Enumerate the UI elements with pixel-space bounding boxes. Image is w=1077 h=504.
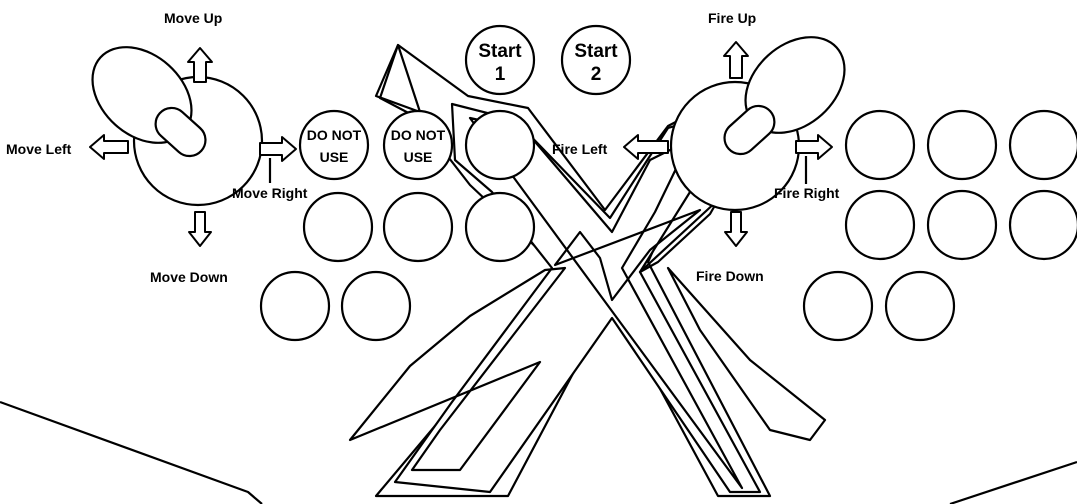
do-not-use-button-2[interactable]: [382, 109, 454, 181]
left-joystick-shaft: [154, 106, 207, 158]
move-up-label: Move Up: [164, 10, 222, 26]
do-not-use-1-line1: DO NOT: [307, 127, 362, 143]
do-not-use-2-line1: DO NOT: [391, 127, 446, 143]
move-down-label: Move Down: [150, 269, 228, 285]
fire-right-label: Fire Right: [774, 185, 840, 201]
arrow-move-up-icon: [187, 47, 213, 83]
arrow-move-right-icon: [259, 136, 297, 162]
panel-edge-right: [949, 460, 1077, 504]
move-left-label: Move Left: [6, 141, 72, 157]
p2-button-4[interactable]: [844, 189, 916, 261]
arrow-move-left-icon: [89, 134, 129, 160]
p2-button-3[interactable]: [1008, 109, 1077, 181]
start-2-button[interactable]: [560, 24, 632, 96]
do-not-use-button-1[interactable]: [298, 109, 370, 181]
p1-button-7[interactable]: [259, 270, 331, 342]
fire-left-label: Fire Left: [552, 141, 608, 157]
start-2-line2: 2: [591, 64, 602, 85]
right-button-cluster: [802, 109, 1077, 342]
right-joystick: [669, 36, 846, 212]
fire-down-label: Fire Down: [696, 268, 764, 284]
p2-button-6[interactable]: [1008, 189, 1077, 261]
p1-button-5[interactable]: [382, 191, 454, 263]
arrow-fire-left-icon: [623, 134, 669, 160]
start-2-line1: Start: [574, 41, 618, 62]
do-not-use-1-line2: USE: [320, 149, 349, 165]
right-joystick-shaft: [723, 104, 776, 156]
p1-button-6[interactable]: [464, 191, 536, 263]
arrow-move-down-icon: [188, 211, 212, 247]
p2-button-2[interactable]: [926, 109, 998, 181]
start-buttons: Start 1 Start 2: [464, 24, 632, 96]
panel-edge-left: [0, 400, 263, 504]
fire-up-label: Fire Up: [708, 10, 756, 26]
arrow-fire-up-icon: [723, 41, 749, 79]
do-not-use-2-line2: USE: [404, 149, 433, 165]
p2-button-7[interactable]: [802, 270, 874, 342]
left-joystick: [91, 46, 264, 207]
arrow-fire-right-icon: [795, 134, 833, 160]
p1-button-8[interactable]: [340, 270, 412, 342]
p1-button-3[interactable]: [464, 109, 536, 181]
start-1-line1: Start: [478, 41, 522, 62]
p2-button-5[interactable]: [926, 189, 998, 261]
p2-button-8[interactable]: [884, 270, 956, 342]
arrow-fire-down-icon: [724, 211, 748, 247]
start-1-button[interactable]: [464, 24, 536, 96]
left-button-cluster: DO NOT USE DO NOT USE: [259, 109, 536, 342]
p2-button-1[interactable]: [844, 109, 916, 181]
start-1-line2: 1: [495, 64, 506, 85]
move-right-label: Move Right: [232, 185, 308, 201]
p1-button-4[interactable]: [302, 191, 374, 263]
